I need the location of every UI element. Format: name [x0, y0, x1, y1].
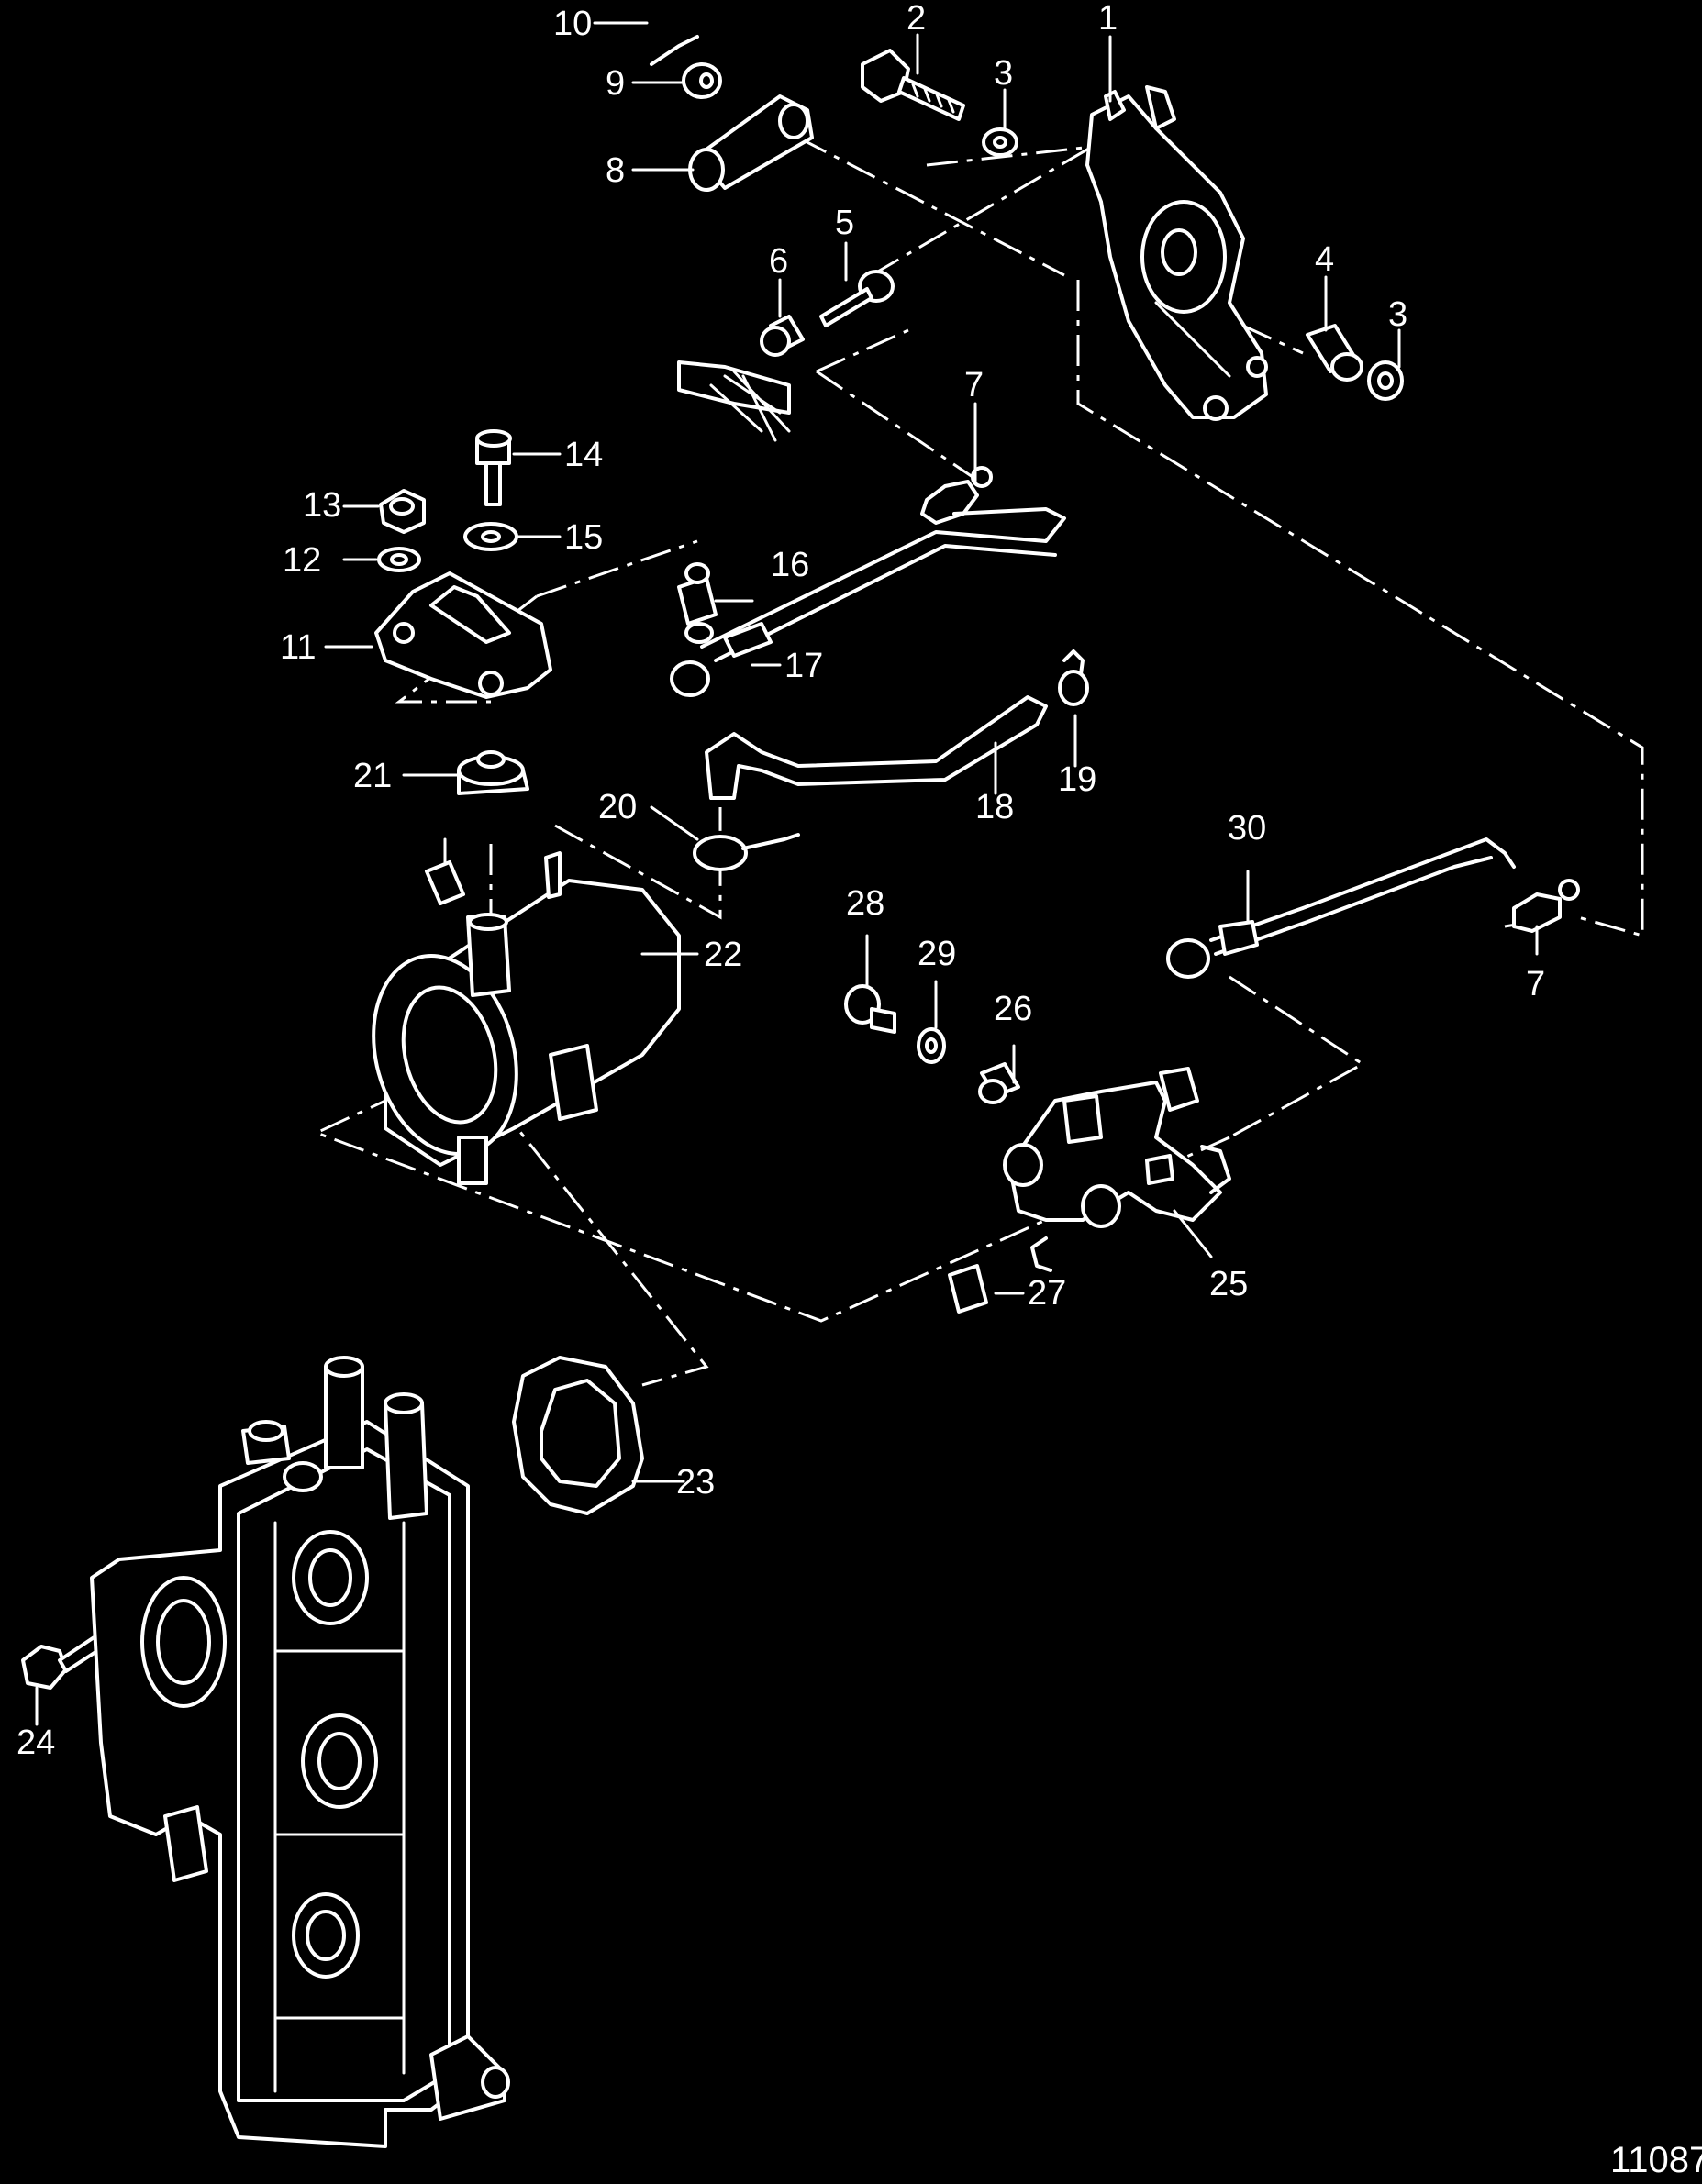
callout-6: 6 — [769, 242, 788, 281]
washer-3b-hole — [1377, 371, 1394, 390]
nut-13 — [379, 489, 426, 534]
callout-3: 3 — [1388, 295, 1407, 334]
callout-22: 22 — [704, 936, 742, 974]
bolt-24 — [21, 1631, 110, 1690]
callout-9: 9 — [606, 64, 625, 103]
link-rod-17 — [670, 507, 1066, 697]
callout-2: 2 — [907, 0, 926, 38]
intake-manifold — [90, 1356, 510, 2148]
callout-4: 4 — [1315, 240, 1334, 279]
stud-16 — [677, 562, 718, 644]
callout-7: 7 — [1526, 965, 1545, 1003]
link-bracket — [677, 360, 791, 442]
callout-17: 17 — [784, 647, 823, 685]
callout-labels: 1 2 3 3 4 5 6 7 7 8 9 10 11 12 13 14 15 … — [17, 0, 1545, 1762]
washer-12-hole — [390, 553, 408, 566]
screw-28 — [844, 984, 896, 1034]
gasket-23 — [512, 1356, 644, 1515]
callout-28: 28 — [846, 884, 884, 923]
callout-3: 3 — [994, 54, 1013, 93]
callout-30: 30 — [1228, 809, 1266, 848]
clamp-19 — [1058, 649, 1089, 706]
callout-1: 1 — [1098, 0, 1118, 38]
callout-21: 21 — [353, 757, 392, 795]
callout-20: 20 — [598, 788, 637, 826]
callout-12: 12 — [283, 541, 321, 580]
callout-5: 5 — [835, 204, 854, 242]
callout-29: 29 — [918, 935, 956, 973]
plate-11 — [374, 571, 552, 699]
bolt-14 — [475, 429, 512, 506]
callout-25: 25 — [1209, 1265, 1248, 1303]
throttle-body-22 — [372, 837, 681, 1185]
bushing-4 — [1306, 324, 1363, 382]
leader-lines — [35, 21, 1539, 1726]
washer-9 — [682, 62, 722, 99]
washer-29-hole — [925, 1037, 938, 1054]
callout-16: 16 — [771, 546, 809, 584]
link-rod-30 — [1166, 837, 1516, 979]
link-clip-7b — [1512, 879, 1580, 933]
grommet-21 — [457, 750, 529, 795]
callout-26: 26 — [994, 990, 1032, 1028]
callout-11: 11 — [280, 628, 316, 667]
callout-13: 13 — [303, 486, 341, 525]
callout-24: 24 — [17, 1724, 55, 1762]
bolt-2 — [861, 49, 965, 121]
callout-19: 19 — [1058, 760, 1096, 799]
rod-end-8 — [688, 94, 814, 192]
clip-27 — [948, 1236, 1052, 1314]
clip-10 — [650, 35, 699, 66]
callout-27: 27 — [1028, 1274, 1066, 1313]
screw-5 — [819, 270, 895, 327]
callout-10: 10 — [553, 5, 592, 43]
clamp-20 — [693, 833, 800, 871]
callout-7: 7 — [964, 366, 984, 405]
figure-number: 11087 — [1610, 2140, 1702, 2180]
washer-3a-hole — [993, 136, 1007, 149]
hose-18 — [705, 695, 1048, 800]
callout-23: 23 — [676, 1463, 715, 1502]
throttle-lever-25 — [1003, 1067, 1231, 1228]
washer-15-hole — [481, 530, 501, 543]
callout-8: 8 — [606, 151, 625, 190]
spacer-26 — [978, 1062, 1020, 1104]
callout-15: 15 — [564, 518, 603, 557]
spacer-6 — [760, 315, 805, 357]
throttle-cam-bracket — [1085, 85, 1268, 421]
callout-14: 14 — [564, 436, 603, 474]
callout-18: 18 — [975, 788, 1014, 826]
